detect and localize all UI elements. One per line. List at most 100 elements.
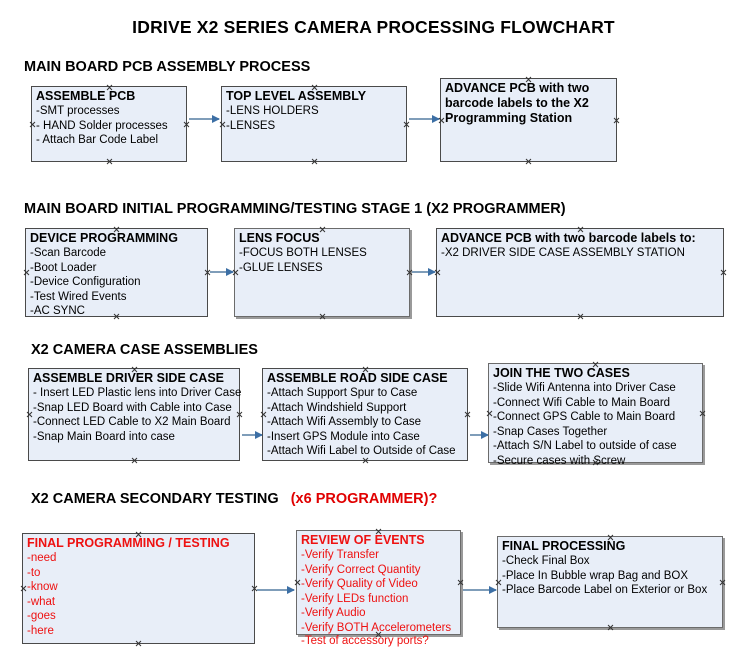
- node-line: -Verify Audio: [301, 607, 366, 619]
- node-line: -Snap Cases Together: [493, 425, 608, 438]
- node-advance-pcb-to-driver-side-case-assembly[interactable]: ADVANCE PCB with two barcode labels to: …: [436, 228, 724, 317]
- connector-handle-top[interactable]: [319, 226, 326, 233]
- node-review-of-events[interactable]: REVIEW OF EVENTS -Verify Transfer -Verif…: [294, 528, 464, 647]
- connector-handle-right[interactable]: [457, 579, 464, 586]
- node-line: -Verify Quality of Video: [301, 578, 418, 590]
- connector-handle-bottom[interactable]: [131, 457, 138, 464]
- node-line: -Attach Windshield Support: [267, 401, 407, 414]
- connector-handle-left[interactable]: [219, 121, 226, 128]
- node-lens-focus[interactable]: LENS FOCUS -FOCUS BOTH LENSES -GLUE LENS…: [234, 228, 410, 317]
- connector-handle-right[interactable]: [719, 579, 726, 586]
- connector-handle-top[interactable]: [362, 366, 369, 373]
- connector-handle-right[interactable]: [720, 269, 727, 276]
- connector-handle-right[interactable]: [613, 117, 620, 124]
- node-line: -Verify BOTH Accelerometers: [301, 621, 452, 634]
- node-line: -Snap LED Board with Cable into Case: [33, 401, 232, 414]
- connector-handle-bottom[interactable]: [113, 313, 120, 320]
- node-line: -Place Barcode Label on Exterior or Box: [502, 584, 708, 596]
- connector-handle-left[interactable]: [438, 117, 445, 124]
- section-title-accent: (x6 PROGRAMMER)?: [290, 491, 438, 507]
- connector-handle-top[interactable]: [135, 531, 142, 538]
- node-title: JOIN THE TWO CASES: [493, 366, 630, 380]
- node-assemble-road-side-case[interactable]: ASSEMBLE ROAD SIDE CASE -Attach Support …: [262, 368, 468, 461]
- connector-handle-right[interactable]: [699, 410, 706, 417]
- node-title: FINAL PROCESSING: [502, 539, 626, 553]
- section-title-main-board-pcb-assembly-process: MAIN BOARD PCB ASSEMBLY PROCESS: [24, 59, 310, 75]
- connector-handle-bottom[interactable]: [577, 313, 584, 320]
- node-final-programming-testing[interactable]: FINAL PROGRAMMING / TESTING -need -to -k…: [22, 533, 255, 644]
- node-line: -Scan Barcode: [30, 247, 107, 259]
- node-assemble-pcb[interactable]: ASSEMBLE PCB -SMT processes - HAND Solde…: [31, 86, 187, 162]
- connector-handle-right[interactable]: [403, 121, 410, 128]
- connector-handle-left[interactable]: [260, 411, 267, 418]
- node-line: -AC SYNC: [30, 305, 85, 317]
- arrow-review-of-events-to-final-processing: [463, 585, 497, 594]
- node-line: -Attach S/N Label to outside of case: [493, 440, 677, 452]
- connector-handle-top[interactable]: [113, 226, 120, 233]
- node-join-the-two-cases[interactable]: JOIN THE TWO CASES -Slide Wifi Antenna i…: [486, 361, 706, 467]
- node-line: -Attach Support Spur to Case: [267, 387, 418, 399]
- connector-handle-top[interactable]: [131, 366, 138, 373]
- node-line: -Boot Loader: [30, 261, 97, 274]
- connector-handle-top[interactable]: [311, 84, 318, 91]
- connector-handle-bottom[interactable]: [362, 457, 369, 464]
- node-line: - Insert LED Plastic lens into Driver Ca…: [33, 387, 242, 399]
- connector-handle-left[interactable]: [434, 269, 441, 276]
- arrow-top-level-assembly-to-advance-pcb: [409, 114, 440, 123]
- node-line: -Snap Main Board into case: [33, 430, 175, 443]
- connector-handle-left[interactable]: [294, 579, 301, 586]
- connector-handle-top[interactable]: [607, 534, 614, 541]
- connector-handle-left[interactable]: [26, 411, 33, 418]
- connector-handle-top[interactable]: [592, 361, 599, 368]
- node-line: -LENS HOLDERS: [226, 105, 319, 117]
- arrow-road-case-to-join-cases: [470, 430, 489, 439]
- node-line: -X2 DRIVER SIDE CASE ASSEMBLY STATION: [441, 247, 685, 259]
- connector-handle-bottom[interactable]: [375, 631, 382, 638]
- node-title: FINAL PROGRAMMING / TESTING: [27, 536, 230, 550]
- connector-handle-right[interactable]: [183, 121, 190, 128]
- node-line: -SMT processes: [36, 105, 120, 117]
- connector-handle-left[interactable]: [20, 585, 27, 592]
- node-line: -FOCUS BOTH LENSES: [239, 247, 367, 259]
- arrow-device-programming-to-lens-focus: [210, 267, 234, 276]
- connector-handle-bottom[interactable]: [525, 158, 532, 165]
- connector-handle-top[interactable]: [577, 226, 584, 233]
- node-line: -to: [27, 566, 41, 579]
- connector-handle-bottom[interactable]: [106, 158, 113, 165]
- node-top-level-assembly[interactable]: TOP LEVEL ASSEMBLY -LENS HOLDERS -LENSES: [221, 86, 407, 162]
- connector-handle-left[interactable]: [232, 269, 239, 276]
- connector-handle-right[interactable]: [464, 411, 471, 418]
- page-title: IDRIVE X2 SERIES CAMERA PROCESSING FLOWC…: [132, 17, 615, 37]
- section-title-x2-camera-secondary-testing: X2 CAMERA SECONDARY TESTING (x6 PROGRAMM…: [31, 491, 437, 507]
- connector-handle-left[interactable]: [29, 121, 36, 128]
- node-line: -GLUE LENSES: [239, 261, 323, 274]
- connector-handle-bottom[interactable]: [311, 158, 318, 165]
- connector-handle-bottom[interactable]: [592, 459, 599, 466]
- node-line: -know: [27, 581, 58, 593]
- node-line: -Test Wired Events: [30, 290, 127, 303]
- node-line: -Connect GPS Cable to Main Board: [493, 411, 676, 423]
- connector-handle-top[interactable]: [106, 84, 113, 91]
- node-device-programming[interactable]: DEVICE PROGRAMMING -Scan Barcode -Boot L…: [25, 228, 208, 317]
- node-overflow-line: -Test of accessory ports?: [301, 635, 429, 647]
- connector-handle-left[interactable]: [495, 579, 502, 586]
- connector-handle-top[interactable]: [375, 528, 382, 535]
- connector-handle-bottom[interactable]: [319, 313, 326, 320]
- node-final-processing[interactable]: FINAL PROCESSING -Check Final Box -Place…: [497, 536, 723, 628]
- node-title: ASSEMBLE PCB: [36, 89, 136, 103]
- node-line: - Attach Bar Code Label: [36, 134, 159, 146]
- connector-handle-bottom[interactable]: [607, 624, 614, 631]
- node-advance-pcb-to-x2-programming-station[interactable]: ADVANCE PCB with two barcode labels to t…: [440, 78, 617, 162]
- node-line: -goes: [27, 610, 56, 622]
- arrow-lens-focus-to-advance-pcb: [412, 267, 436, 276]
- connector-handle-left[interactable]: [486, 410, 493, 417]
- node-assemble-driver-side-case[interactable]: ASSEMBLE DRIVER SIDE CASE - Insert LED P…: [26, 366, 243, 464]
- connector-handle-bottom[interactable]: [135, 640, 142, 647]
- connector-handle-top[interactable]: [525, 76, 532, 83]
- section-title-text: X2 CAMERA CASE ASSEMBLIES: [31, 342, 258, 358]
- connector-handle-right[interactable]: [236, 411, 243, 418]
- node-line: -what: [27, 595, 56, 608]
- node-title: ADVANCE PCB with two barcode labels to:: [441, 231, 696, 245]
- connector-handle-left[interactable]: [23, 269, 30, 276]
